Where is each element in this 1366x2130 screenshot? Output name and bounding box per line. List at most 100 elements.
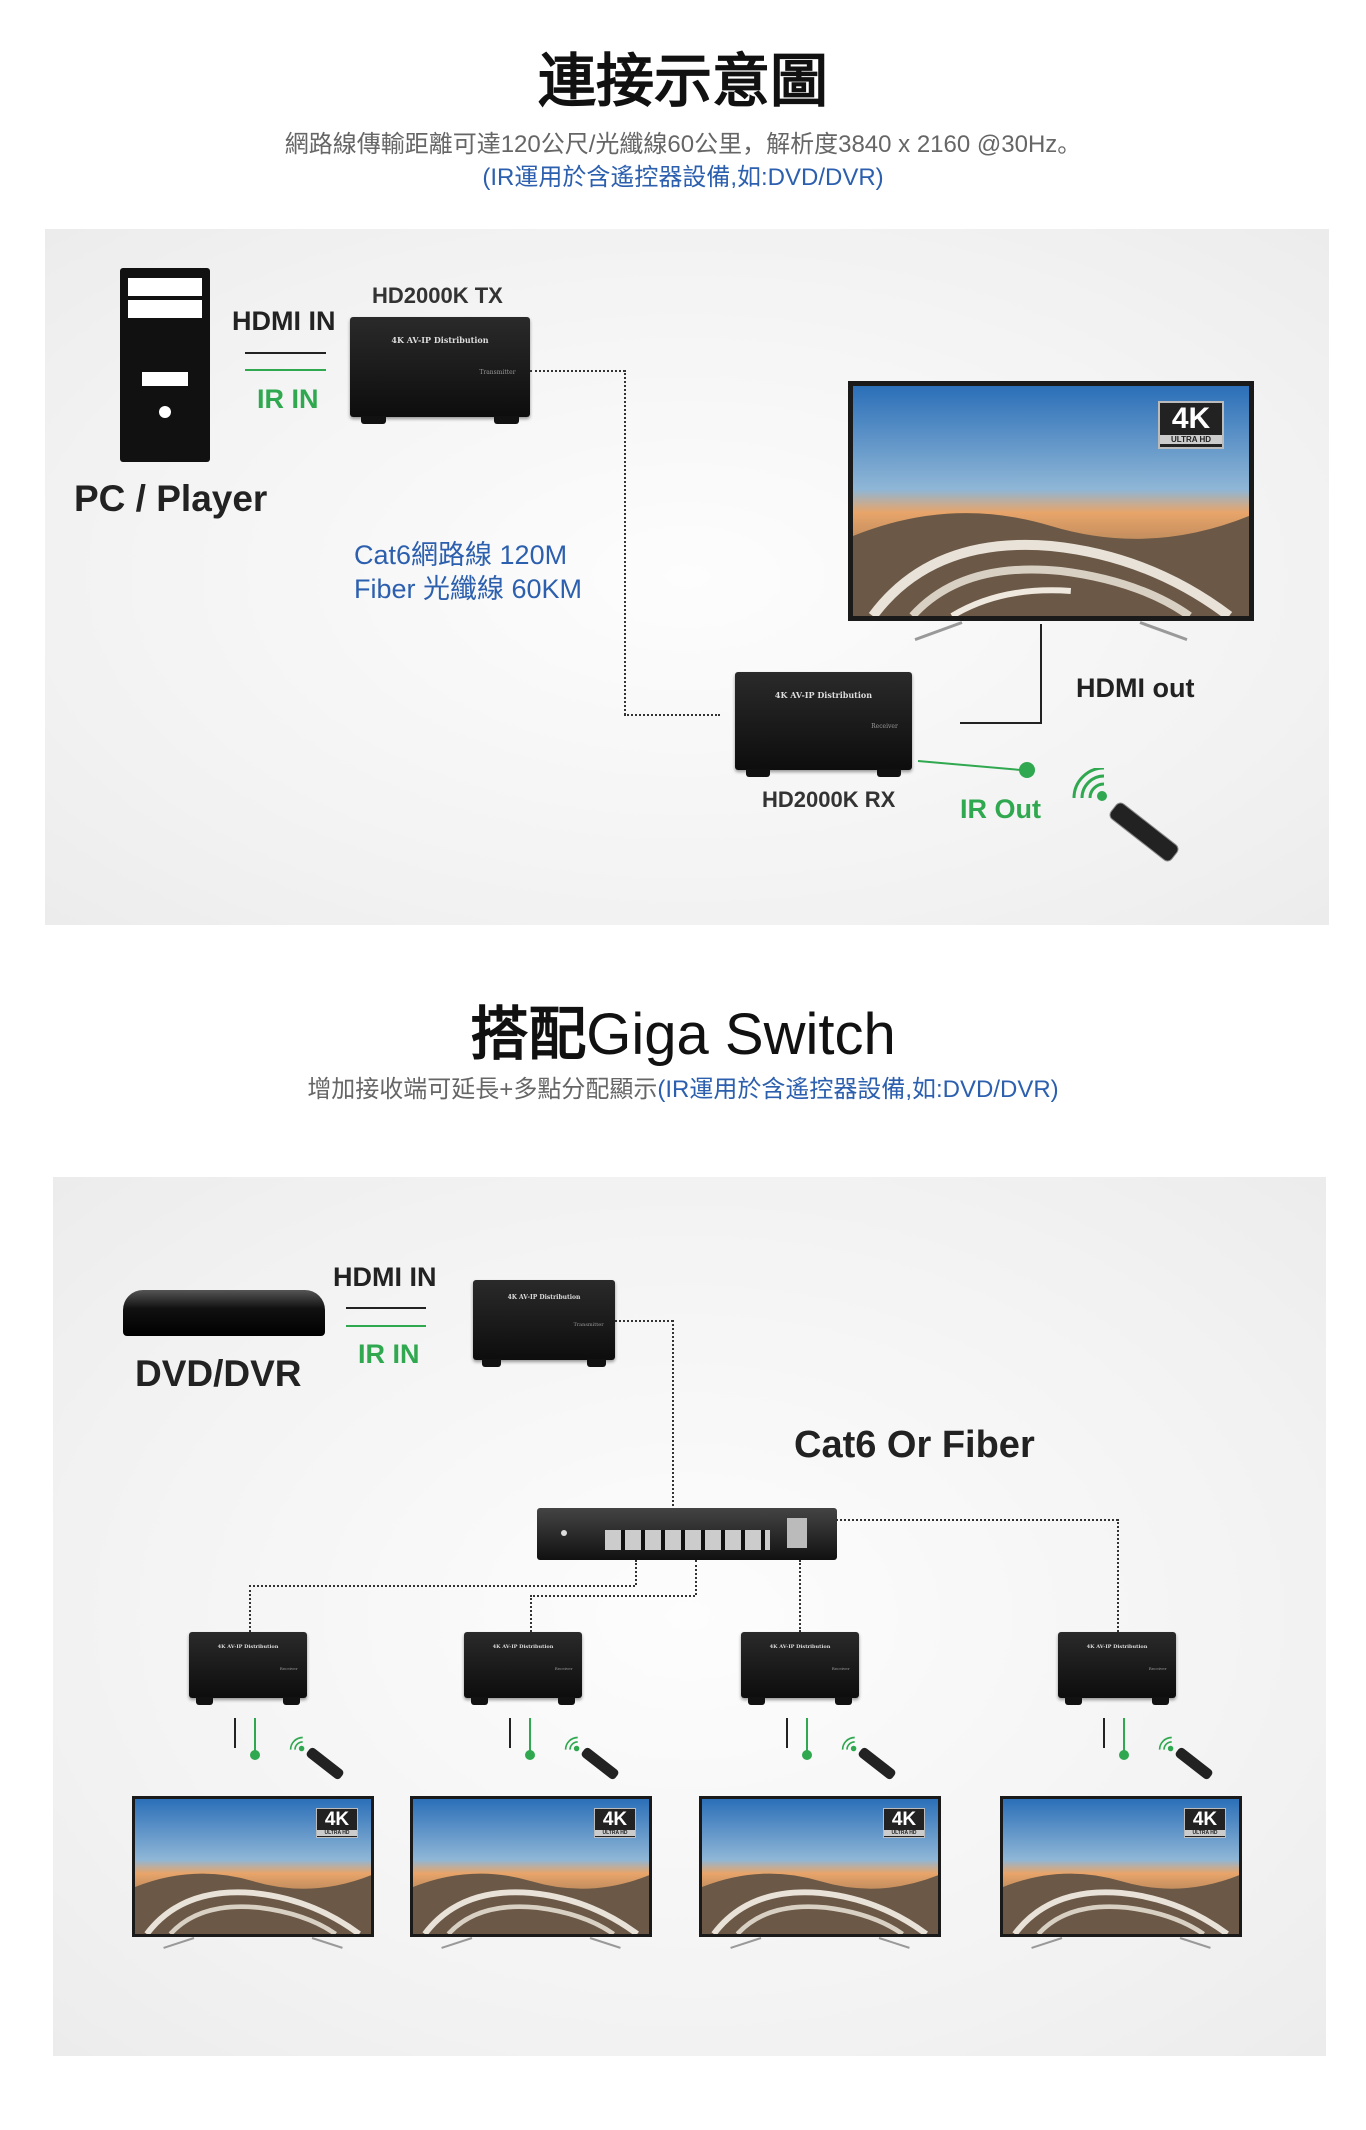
pc-tower-icon	[120, 268, 210, 462]
hdmi-out-cable	[1040, 624, 1042, 724]
receiver-box: 4K AV-IP Distribution Receiver	[1058, 1632, 1176, 1705]
hdmi-out-cable	[786, 1718, 788, 1748]
network-cable	[249, 1585, 635, 1587]
box-sub: Receiver	[831, 1666, 850, 1672]
box-sub: Receiver	[554, 1666, 573, 1672]
ir-signal-icon	[841, 1736, 857, 1752]
box-sub: Transmitter	[479, 369, 516, 376]
section2-note: (IR運用於含遙控器設備,如:DVD/DVR)	[657, 1076, 1059, 1103]
tx-label: HD2000K TX	[372, 283, 503, 308]
ir-emitter-icon	[525, 1750, 535, 1760]
network-cable	[672, 1320, 674, 1510]
network-cable	[249, 1585, 251, 1632]
section1-subtitle: 網路線傳輸距離可達120公尺/光纖線60公里，解析度3840 x 2160 @3…	[284, 131, 1082, 158]
giga-switch	[537, 1508, 837, 1560]
ir-emitter-icon	[802, 1750, 812, 1760]
network-cable	[836, 1519, 1118, 1521]
section2-subtitle: 增加接收端可延長+多點分配顯示(IR運用於含遙控器設備,如:DVD/DVR)	[0, 1069, 1366, 1104]
cable-spec-fiber: Fiber 光纖線 60KM	[354, 574, 583, 604]
box-text: 4K AV-IP Distribution	[769, 1643, 831, 1650]
box-text: 4K AV-IP Distribution	[507, 1294, 581, 1302]
landscape-image	[1003, 1799, 1239, 1934]
transmitter-box: 4K AV-IP Distribution Transmitter	[350, 317, 530, 424]
ir-emitter-icon	[250, 1750, 260, 1760]
ir-emitter-icon	[1119, 1750, 1129, 1760]
section1-note: (IR運用於含遙控器設備,如:DVD/DVR)	[482, 164, 884, 191]
ir-out-cable	[806, 1718, 808, 1752]
hdmi-out-cable	[509, 1718, 511, 1748]
tv-display: 4K ULTRA HD	[410, 1796, 652, 1937]
box-text: 4K AV-IP Distribution	[1086, 1643, 1148, 1650]
hdmi-out-cable	[1103, 1718, 1105, 1748]
ir-signal-icon	[1158, 1736, 1174, 1752]
section2-subtitle-text: 增加接收端可延長+多點分配顯示	[307, 1076, 658, 1103]
landscape-image	[135, 1799, 371, 1934]
landscape-image	[702, 1799, 938, 1934]
section1-title: 連接示意圖	[537, 47, 828, 115]
box-sub: Receiver	[279, 1666, 298, 1672]
4k-badge: 4K ULTRA HD	[1158, 401, 1224, 449]
box-sub: Transmitter	[573, 1321, 604, 1328]
hdmi-out-cable	[234, 1718, 236, 1748]
hdmi-in-label: HDMI IN	[232, 306, 336, 336]
4k-badge: 4K ULTRA HD	[316, 1808, 358, 1838]
hdmi-out-cable	[960, 722, 1042, 724]
hdmi-out-label: HDMI out	[1076, 673, 1195, 703]
ir-out-cable	[254, 1718, 256, 1752]
box-text: 4K AV-IP Distribution	[391, 335, 489, 345]
box-sub: Receiver	[1148, 1666, 1167, 1672]
4k-badge: 4K ULTRA HD	[883, 1808, 925, 1838]
network-cable	[695, 1560, 697, 1595]
switch-ports	[605, 1530, 770, 1550]
landscape-image	[413, 1799, 649, 1934]
ir-in-label-2: IR IN	[358, 1339, 420, 1369]
pc-player-label: PC / Player	[74, 478, 268, 519]
network-cable	[615, 1320, 673, 1322]
ir-signal-icon	[289, 1736, 305, 1752]
network-cable	[624, 714, 720, 716]
hdmi-in-label-2: HDMI IN	[333, 1262, 437, 1292]
ir-signal-icon	[1072, 768, 1107, 801]
ir-cable	[245, 369, 326, 371]
box-text: 4K AV-IP Distribution	[217, 1643, 279, 1650]
section2-title-cjk: 搭配	[470, 1000, 587, 1068]
network-cable	[624, 370, 626, 715]
section2-title: 搭配Giga Switch	[0, 987, 1366, 1071]
tv-display: 4K ULTRA HD	[1000, 1796, 1242, 1937]
network-cable	[799, 1560, 801, 1632]
tv-display: 4K ULTRA HD	[132, 1796, 374, 1937]
box-text: 4K AV-IP Distribution	[492, 1643, 554, 1650]
box-text: 4K AV-IP Distribution	[774, 689, 873, 700]
receiver-box: 4K AV-IP Distribution Receiver	[464, 1632, 582, 1705]
dvd-dvr-label: DVD/DVR	[135, 1353, 302, 1394]
ir-signal-icon	[564, 1736, 580, 1752]
hdmi-cable	[346, 1307, 426, 1309]
receiver-box: 4K AV-IP Distribution Receiver	[741, 1632, 859, 1705]
ir-in-label: IR IN	[257, 384, 319, 414]
network-cable	[635, 1560, 637, 1585]
network-cable	[1117, 1519, 1119, 1632]
ir-cable	[346, 1325, 426, 1327]
4k-badge: 4K ULTRA HD	[594, 1808, 636, 1838]
receiver-box: 4K AV-IP Distribution Receiver	[735, 672, 912, 777]
tv-display: 4K ULTRA HD	[848, 381, 1254, 621]
tv-display: 4K ULTRA HD	[699, 1796, 941, 1937]
4k-badge: 4K ULTRA HD	[1184, 1808, 1226, 1838]
section2-title-en: Giga Switch	[586, 1002, 896, 1067]
cable-spec-cat6: Cat6網路線 120M	[354, 540, 568, 570]
rx-label: HD2000K RX	[762, 787, 896, 812]
network-cable	[530, 370, 625, 372]
box-sub: Receiver	[871, 722, 898, 730]
cable-spec: Cat6網路線 120M Fiber 光纖線 60KM	[354, 538, 582, 606]
hdmi-cable	[245, 352, 326, 354]
cat6-or-fiber-label: Cat6 Or Fiber	[794, 1424, 1035, 1466]
ir-emitter-icon	[1019, 762, 1035, 778]
ir-out-label: IR Out	[960, 794, 1041, 824]
ir-out-cable	[1123, 1718, 1125, 1752]
network-cable	[530, 1595, 695, 1597]
dvd-player-icon	[123, 1290, 325, 1336]
network-cable	[530, 1595, 532, 1632]
transmitter-box-2: 4K AV-IP Distribution Transmitter	[473, 1280, 615, 1367]
ir-out-cable	[529, 1718, 531, 1752]
receiver-box: 4K AV-IP Distribution Receiver	[189, 1632, 307, 1705]
